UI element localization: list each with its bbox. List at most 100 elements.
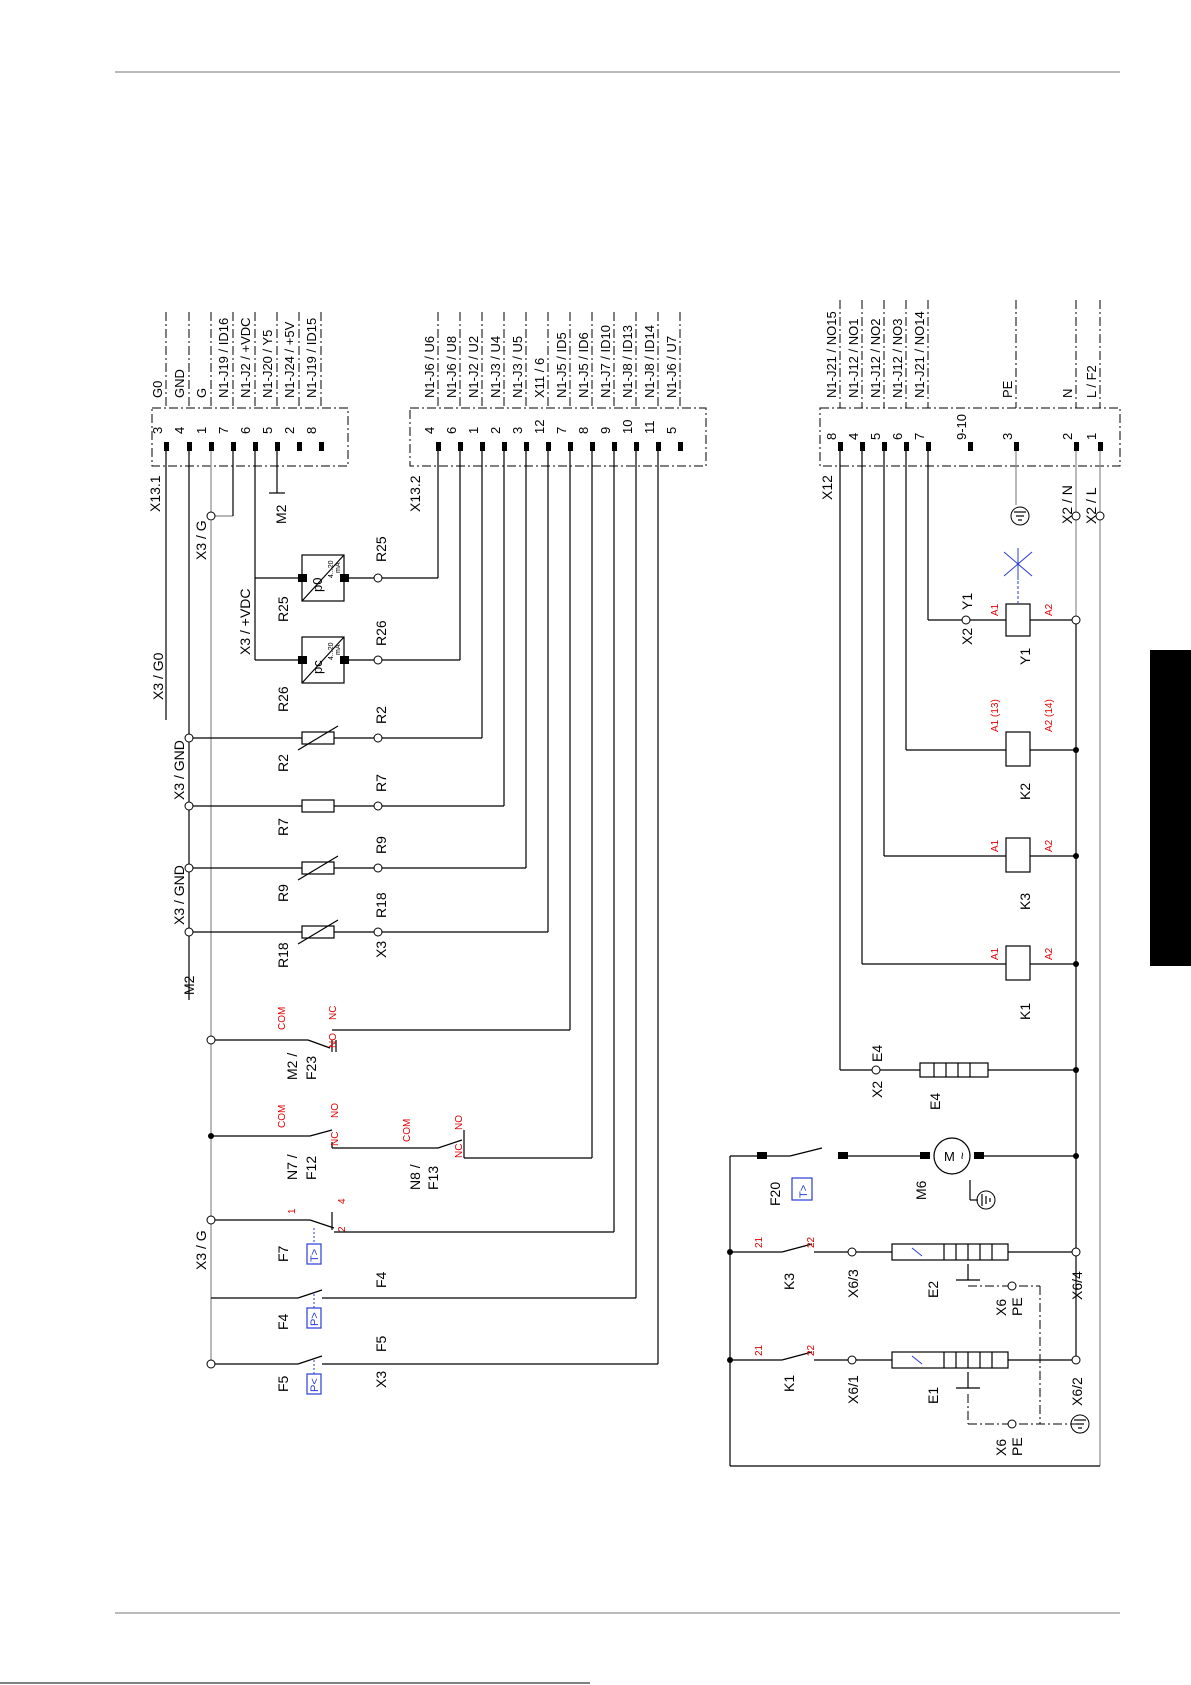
k1-c21: 21	[754, 1344, 765, 1356]
x12-pin-number: 7	[912, 433, 927, 440]
m2-f23-no: NO	[328, 1033, 339, 1048]
r7-wire: R7	[373, 774, 389, 792]
f7-p4: 4	[337, 1198, 348, 1204]
r26-wire: R26	[373, 620, 389, 646]
label-x6-pe-e1: X6	[993, 1439, 1009, 1456]
x13-1-pin-number: 3	[150, 427, 165, 434]
k3-a1: A1	[990, 839, 1001, 852]
x13-1-pin-signal: N1-J19 / ID15	[304, 318, 319, 398]
x13-1-pin-signal: N1-J19 / ID16	[216, 318, 231, 398]
connector-x13-1: X13.1 3 G0 4 GND 1 G 7 N1-J19 / ID16 6	[147, 312, 349, 512]
x13-2-pin-signal: N1-J7 / ID10	[598, 325, 613, 398]
label-x2-n: X2 / N	[1059, 485, 1075, 524]
x13-2-pin-number: 2	[488, 427, 503, 434]
x12-pin-number: 1	[1084, 433, 1099, 440]
e2-name: E2	[925, 1281, 941, 1298]
n8-f13-nc: NC	[454, 1144, 465, 1158]
x13-2-pin-signal: N1-J8 / ID14	[642, 325, 657, 398]
k1-c22: 22	[806, 1344, 817, 1356]
label-m2-lower: M2	[181, 975, 197, 995]
left-wiring: X3 / G0 X3 / GND X3 / GND M2 X3 / G X3 /…	[150, 451, 659, 1395]
label-x3-gnd: X3 / GND	[171, 740, 187, 800]
switch-f7: T> 1 4 2 F7	[206, 1198, 614, 1265]
e1-name: E1	[925, 1387, 941, 1404]
x13-1-title: X13.1	[147, 475, 163, 512]
x12-title: X12	[819, 475, 835, 500]
switch-f5: P< F5 F5 X3	[206, 1335, 658, 1395]
x13-2-pin-number: 12	[532, 420, 547, 434]
motor-m6: M ~ T> F20 M6	[730, 1137, 1079, 1210]
switch-n7-f12: COM NO NC N7 / F12	[208, 1103, 438, 1180]
x13-2-pin-number: 6	[444, 427, 459, 434]
f5-name: F5	[275, 1375, 291, 1392]
x12-pin-signal: N1-J21 / NO15	[824, 311, 839, 398]
label-x6-2: X6/2	[1069, 1377, 1085, 1406]
r25-unit: mA	[335, 562, 342, 573]
k1-contact-name: K1	[781, 1375, 797, 1392]
label-x3-g-lower: X3 / G	[193, 1230, 209, 1270]
x13-2-pin-number: 10	[620, 420, 635, 434]
f4-wire: F4	[373, 1271, 389, 1288]
x12-pin-signal: PE	[1000, 380, 1015, 398]
label-x3-gnd-2: X3 / GND	[171, 865, 187, 925]
f5-x3: X3	[373, 1371, 389, 1388]
x13-2-pin-signal: X11 / 6	[532, 358, 547, 398]
r2-name: R2	[275, 754, 291, 772]
r9-wire: R9	[373, 836, 389, 854]
x13-1-pin-signal: G	[194, 388, 209, 398]
f20-name: F20	[767, 1182, 783, 1206]
k2-a2: A2 (14)	[1044, 699, 1055, 732]
label-x6-1: X6/1	[845, 1375, 861, 1404]
r18-name: R18	[275, 942, 291, 968]
x12-pin-number: 8	[824, 433, 839, 440]
r9-name: R9	[275, 884, 291, 902]
sensor-r9: R9 R9	[193, 836, 526, 902]
x13-2-pin-number: 5	[664, 427, 679, 434]
k1-name: K1	[1017, 1003, 1033, 1020]
x13-2-pin-signal: N1-J2 / U2	[466, 336, 481, 398]
x13-1-pin-signal: GND	[172, 369, 187, 398]
x13-2-pin-number: 11	[642, 421, 657, 435]
x13-1-pin-signal: N1-J2 / +VDC	[238, 317, 253, 398]
r25-wire: R25	[373, 536, 389, 562]
x13-1-pin-signal: N1-J24 / +5V	[282, 321, 297, 398]
contactor-k1: A1 A2 K1	[862, 945, 1079, 1020]
label-m2: M2	[273, 504, 289, 524]
x13-2-pin-signal: N1-J6 / U8	[444, 336, 459, 398]
heater-e4: E4 X2 E4	[840, 1045, 1079, 1110]
f7-name: F7	[275, 1245, 291, 1262]
pressure-transducer-r26: pc 4...20 mA R26 R26	[275, 620, 460, 712]
switch-f4: P> F4 F4	[211, 1271, 636, 1330]
r25-symbol: p0	[310, 578, 325, 592]
n7-f12-name: N7 /	[284, 1154, 300, 1180]
r2-wire: R2	[373, 706, 389, 724]
k2-name: K2	[1017, 783, 1033, 800]
label-x2-y1: X2	[959, 628, 975, 645]
x13-2-title: X13.2	[407, 475, 423, 512]
right-wiring: X2 / N X2 / L Y1 X2 A1 A2 Y1	[727, 451, 1105, 1467]
x12-pin-signal: N1-J12 / NO2	[868, 319, 883, 398]
f5-wire: F5	[373, 1335, 389, 1352]
x13-2-pin-signal: N1-J5 / ID5	[554, 332, 569, 398]
x13-2-pin-signal: N1-J3 / U4	[488, 336, 503, 398]
f7-symbol: T>	[309, 1249, 321, 1262]
x12-pin-number: 9-10	[954, 414, 969, 440]
x13-2-pin-number: 1	[466, 427, 481, 434]
x12-pin-number: 5	[868, 433, 883, 440]
x13-1-pins: 3 G0 4 GND 1 G 7 N1-J19 / ID16 6 N1-J2 /…	[150, 312, 324, 451]
x13-1-pin-signal: N1-J20 / Y5	[260, 330, 275, 398]
x13-2-pin-number: 7	[554, 427, 569, 434]
n8-f13-com: COM	[402, 1119, 413, 1142]
n7-f12-com: COM	[277, 1105, 288, 1128]
x13-1-pin-number: 4	[172, 427, 187, 434]
sensor-r18: R18 R18 X3	[193, 892, 548, 968]
x12-pin-number: 4	[846, 433, 861, 440]
k1-a1: A1	[990, 947, 1001, 960]
n7-f12-nc: NC	[330, 1132, 341, 1146]
label-pe-e2: PE	[1009, 1297, 1025, 1316]
y1-name: Y1	[1017, 648, 1033, 665]
